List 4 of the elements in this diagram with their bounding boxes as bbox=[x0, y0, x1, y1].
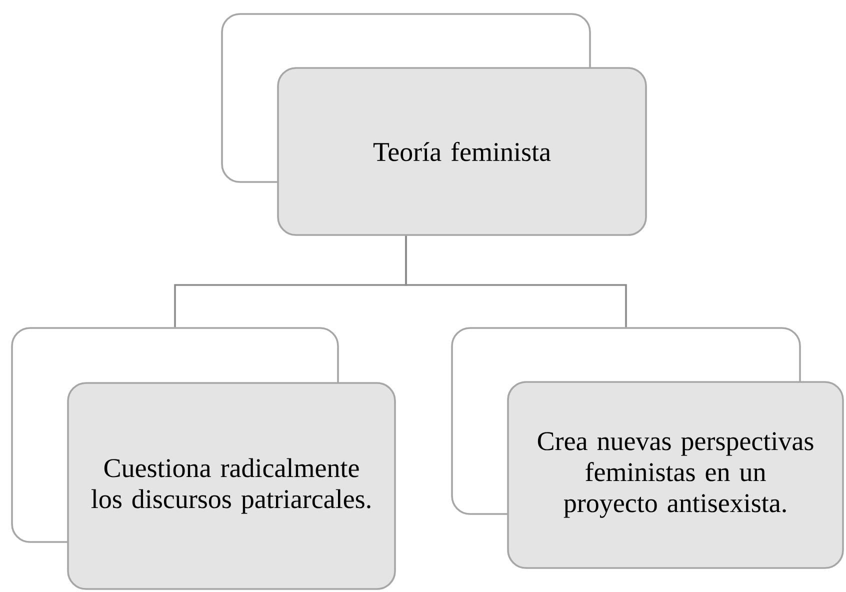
text-box: Crea nuevas perspectivas feministas en un proyecto antisexista. bbox=[507, 381, 844, 569]
connector-line bbox=[405, 236, 627, 328]
text-box: Cuestiona radicalmente los discursos patriarcales. bbox=[67, 382, 396, 590]
text-box: Teoría feminista bbox=[277, 67, 647, 236]
